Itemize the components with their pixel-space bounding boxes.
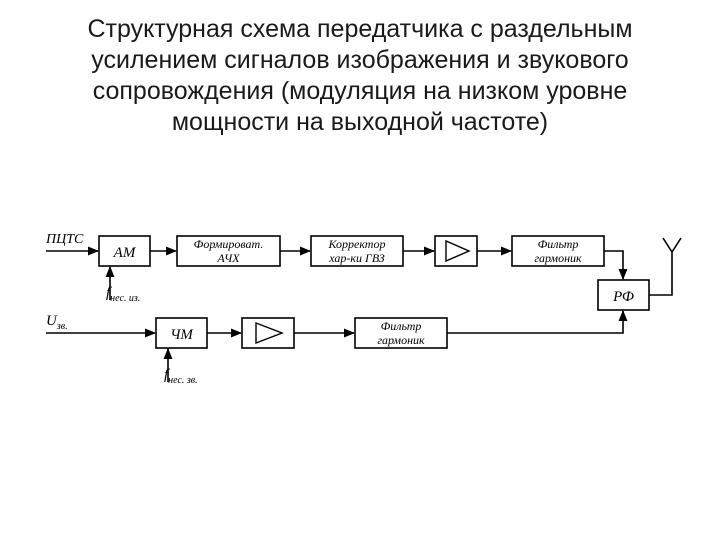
title-line-1: Структурная схема передатчика с раздельн… [87, 15, 633, 43]
block-filter-top [511, 235, 605, 267]
block-corrector [310, 235, 404, 267]
wire-filter-top-rf [604, 250, 628, 281]
amplifier-triangle-icon [255, 321, 284, 345]
title-line-2: усилением сигналов изображения и звуково… [91, 46, 629, 74]
block-amplifier-bottom [241, 317, 295, 349]
block-shaper-label-1: Формироват. [194, 237, 264, 251]
block-filter-bottom-label-2: гармоник [377, 333, 425, 347]
title-line-4: мощности на выходной частоте) [171, 108, 549, 136]
carrier-label-fm: fнес. зв. [164, 367, 198, 386]
block-corrector-label-2: хар-ки ГВЗ [328, 251, 385, 265]
block-filter-bottom-label-1: Фильтр [381, 319, 422, 333]
block-corrector-label-1: Корректор [328, 237, 386, 251]
title-line-3: сопровождения (модуляция на низком уровн… [92, 77, 628, 105]
wire-rf-antenna [649, 250, 673, 296]
block-shaper-label-2: АЧХ [216, 251, 240, 265]
block-rf-label: РФ [612, 289, 634, 305]
input-label-video: ПЦТС [45, 232, 84, 247]
block-fm-label: ЧМ [170, 327, 194, 343]
carrier-label-am: fнес. из. [106, 285, 140, 304]
block-am-label: АМ [113, 245, 137, 261]
block-filter-top-label-1: Фильтр [538, 237, 579, 251]
amplifier-triangle-icon [445, 239, 471, 263]
wire-filter-bottom-rf [447, 309, 628, 334]
antenna-icon [662, 237, 682, 254]
slide-title: Структурная схема передатчика с раздельн… [40, 14, 680, 138]
block-filter-bottom [354, 317, 448, 349]
block-filter-top-label-2: гармоник [534, 251, 582, 265]
input-label-audio: Uзв. [46, 313, 68, 332]
